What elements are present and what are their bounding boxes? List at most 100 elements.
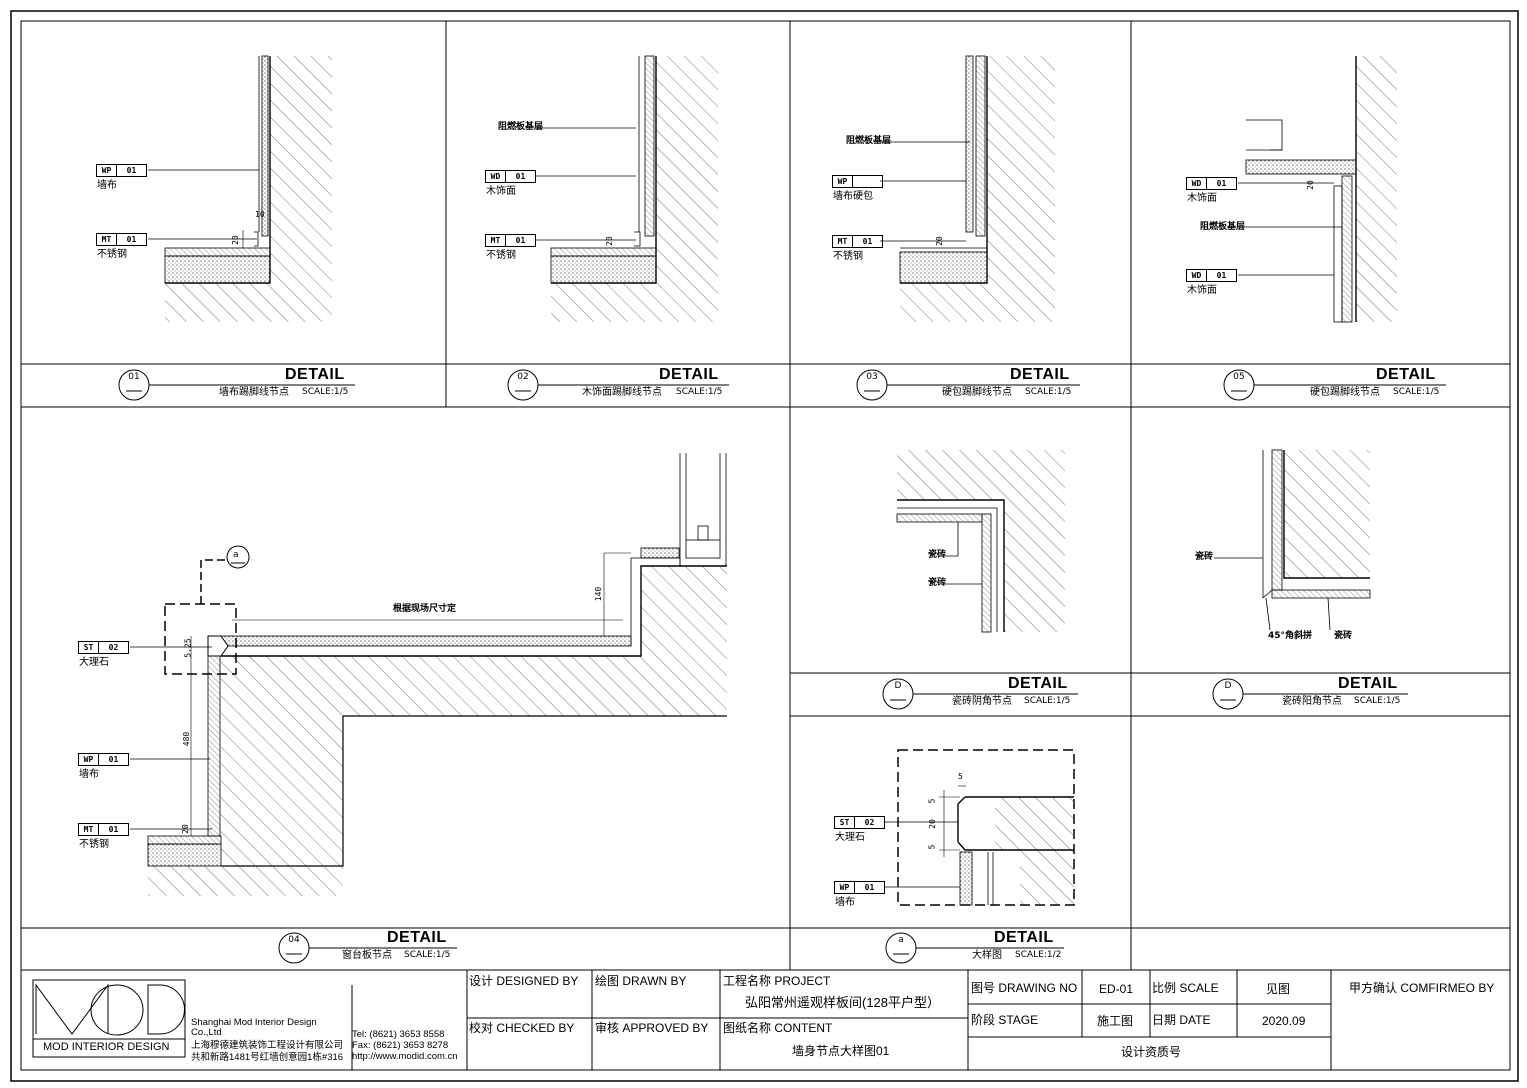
dim-480: 480 <box>182 731 192 747</box>
tag-num <box>853 176 883 187</box>
tag-code: ST <box>835 817 855 828</box>
tag-st02-d04: ST 02 <box>78 641 129 654</box>
detail-title-d2: 瓷砖阳角节点 <box>1282 696 1342 707</box>
detail-04-drawing <box>130 453 727 896</box>
label-tile: 瓷砖 <box>928 578 947 588</box>
detail-03-drawing <box>880 55 1055 322</box>
tag-wp01-d04: WP 01 <box>78 753 129 766</box>
content-name: 墙身节点大样图01 <box>792 1044 890 1058</box>
tag-num: 01 <box>862 237 873 246</box>
tag-num: 01 <box>1216 271 1227 280</box>
label-wood-veneer: 木饰面 <box>486 186 516 197</box>
detail-num-03: 03 <box>866 372 878 382</box>
firm-name-cn: 上海穆德建筑装饰工程设计有限公司 <box>191 1040 344 1051</box>
label-stainless: 不锈钢 <box>97 249 127 260</box>
detail-num-02: 02 <box>517 372 529 382</box>
tag-num: 01 <box>1216 179 1227 188</box>
title-block-grid <box>351 970 1332 1070</box>
detail-d1-drawing <box>896 450 1065 633</box>
tag-num: 02 <box>108 643 119 652</box>
label-base-layer: 阻燃板基层 <box>846 136 892 146</box>
label-wall-cloth: 墙布 <box>79 769 99 780</box>
detail-title-03: 硬包踢脚线节点 <box>942 387 1012 398</box>
label-tile: 瓷砖 <box>928 550 947 560</box>
firm-address: 共和新路1481号红墙创意园1栋#316 <box>191 1052 344 1063</box>
tag-code: WP <box>835 882 855 893</box>
project-name: 弘阳常州遥观样板间(128平户型） <box>745 995 941 1010</box>
content-label: 图纸名称 CONTENT <box>723 1021 833 1035</box>
label-wood-veneer: 木饰面 <box>1187 193 1217 204</box>
detail-num-04: 04 <box>288 935 300 945</box>
label-wood-veneer: 木饰面 <box>1187 285 1217 296</box>
mod-logo <box>32 979 186 1058</box>
tag-wp01-da: WP 01 <box>834 881 885 894</box>
drawing-no: ED-01 <box>1099 982 1134 996</box>
tag-code: MT <box>486 235 506 246</box>
label-site-size: 根据现场尺寸定 <box>393 604 457 614</box>
scale-value: 见图 <box>1266 982 1291 996</box>
dim-5: 5 <box>927 844 937 850</box>
tag-code: WP <box>833 176 853 187</box>
designed-by-label: 设计 DESIGNED BY <box>469 974 579 988</box>
tag-code: WP <box>97 165 117 176</box>
date-label: 日期 DATE <box>1152 1013 1211 1027</box>
tag-wp-d03: WP <box>832 175 883 188</box>
drawn-by-label: 绘图 DRAWN BY <box>595 974 687 988</box>
detail-title-d1: 瓷砖阴角节点 <box>952 696 1012 707</box>
label-wall-cloth: 墙布 <box>97 180 117 191</box>
detail-scale-05: SCALE:1/5 <box>1393 387 1440 397</box>
tag-code: ST <box>79 642 99 653</box>
firm-tel: Tel: (8621) 3653 8558 <box>352 1029 445 1040</box>
detail-word-04: DETAIL <box>387 929 447 946</box>
dim-20: 20 <box>927 819 937 829</box>
label-stainless: 不锈钢 <box>79 839 109 850</box>
detail-a-drawing <box>884 749 1075 906</box>
detail-scale-03: SCALE:1/5 <box>1025 387 1072 397</box>
firm-web: http://www.modid.com.cn <box>352 1051 458 1062</box>
detail-num-01: 01 <box>128 372 140 382</box>
tag-num: 01 <box>126 235 137 244</box>
drawing-no-label: 图号 DRAWING NO <box>971 981 1078 995</box>
logo-caption: MOD INTERIOR DESIGN <box>43 1041 170 1053</box>
label-stainless: 不锈钢 <box>833 251 863 262</box>
qualification-label: 设计资质号 <box>1121 1045 1182 1059</box>
dim-5: 5 <box>927 798 937 804</box>
tag-num: 01 <box>864 883 875 892</box>
tag-code: WD <box>1187 270 1207 281</box>
drawing-frame <box>20 20 1511 1071</box>
tag-num: 01 <box>126 166 137 175</box>
detail-scale-a: SCALE:1/2 <box>1015 950 1062 960</box>
tag-code: WD <box>486 171 506 182</box>
stage-label: 阶段 STAGE <box>971 1013 1039 1027</box>
tag-num: 01 <box>108 755 119 764</box>
approved-by-label: 审核 APPROVED BY <box>595 1021 709 1035</box>
tag-mt01-d03: MT 01 <box>832 235 883 248</box>
dim-5: 5 <box>958 772 963 781</box>
label-marble: 大理石 <box>835 832 865 843</box>
dim-525: 5.25 <box>183 638 193 658</box>
stage-value: 施工图 <box>1097 1014 1134 1028</box>
detail-d2-drawing <box>1214 449 1371 631</box>
tag-code: WP <box>79 754 99 765</box>
tag-num: 01 <box>515 172 526 181</box>
label-stainless: 不锈钢 <box>486 250 516 261</box>
detail-title-02: 木饰面踢脚线节点 <box>582 387 662 398</box>
dim-10: 10 <box>255 210 265 219</box>
label-marble: 大理石 <box>79 657 109 668</box>
panel-grid <box>21 21 1510 971</box>
detail-05-drawing <box>1238 56 1397 323</box>
detail-scale-01: SCALE:1/5 <box>302 387 349 397</box>
detail-num-d2: D <box>1224 681 1232 691</box>
detail-num-d1: D <box>894 681 902 691</box>
client-confirm-label: 甲方确认 COMFIRMEO BY <box>1349 981 1495 995</box>
detail-02-drawing <box>536 55 718 322</box>
detail-title-04: 窗台板节点 <box>342 950 392 961</box>
tag-code: MT <box>833 236 853 247</box>
scale-label: 比例 SCALE <box>1152 981 1219 995</box>
detail-word-01: DETAIL <box>285 366 345 383</box>
dim-140: 140 <box>594 586 604 602</box>
project-label: 工程名称 PROJECT <box>723 974 831 988</box>
